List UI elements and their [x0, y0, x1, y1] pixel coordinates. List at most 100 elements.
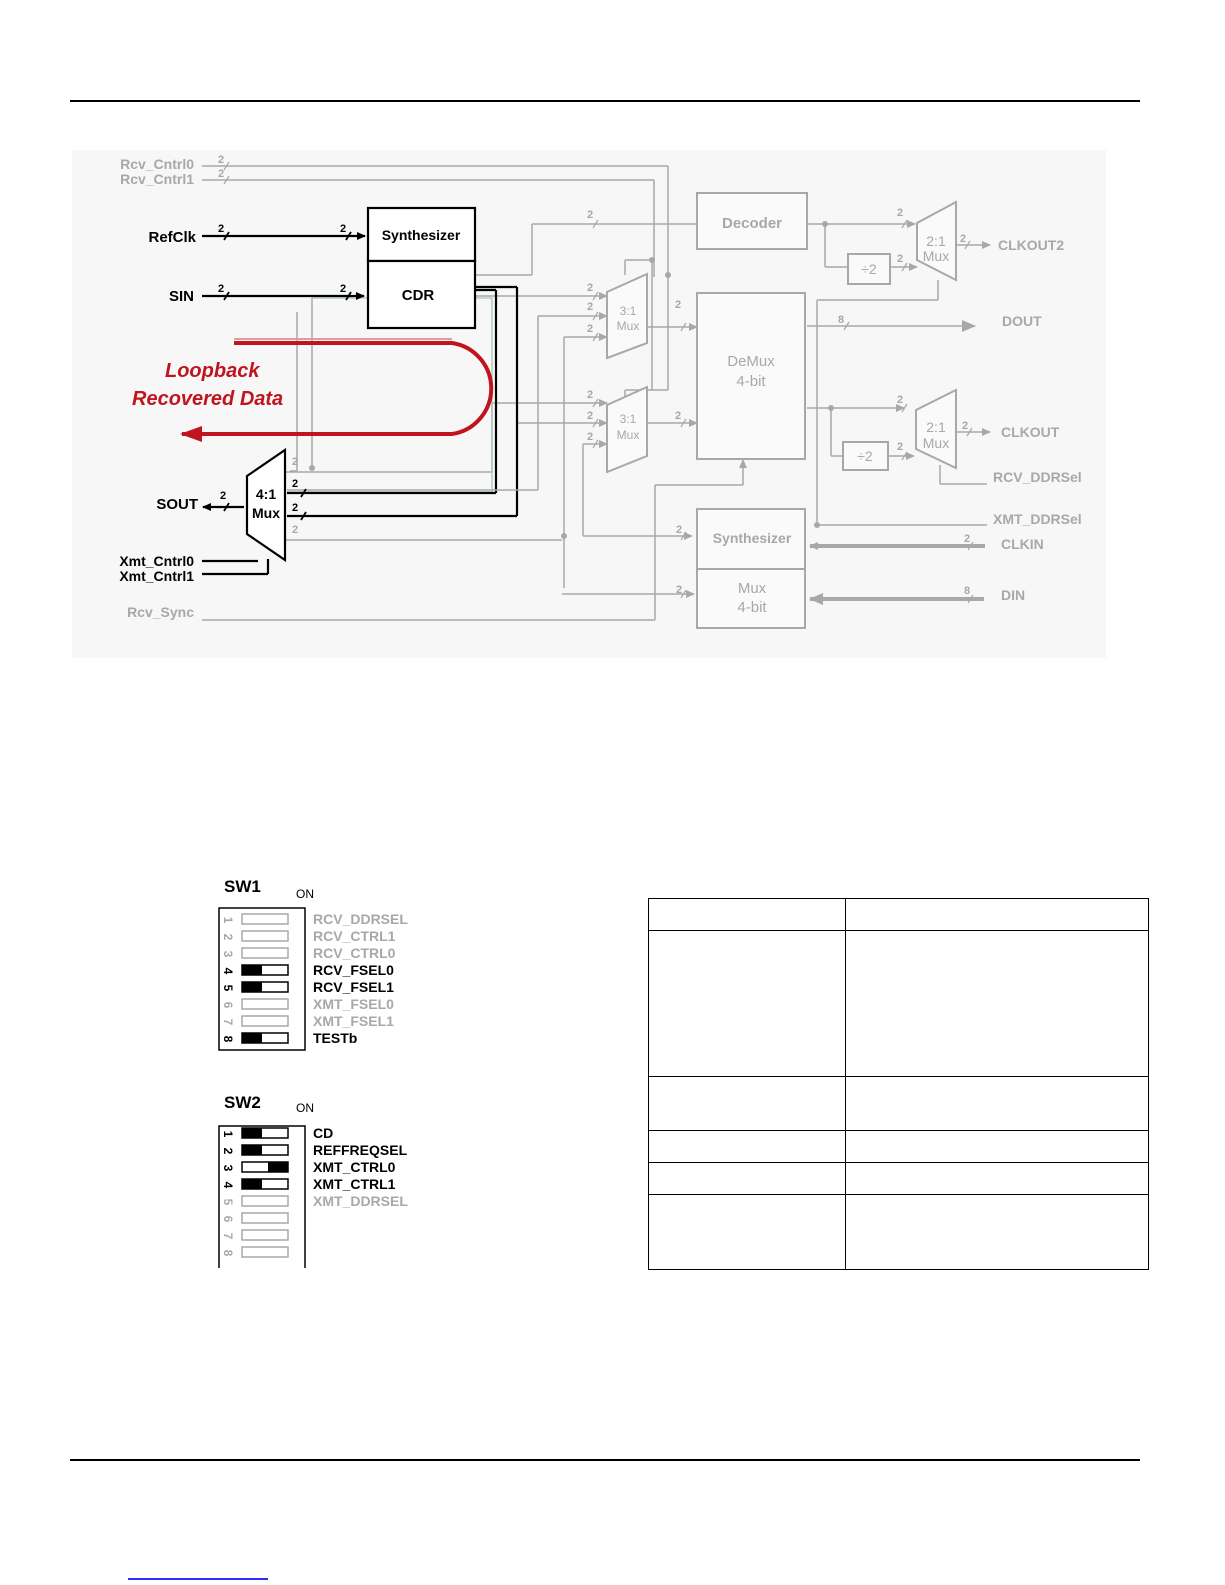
xmt-cntrl1-label: Xmt_Cntrl1 [119, 568, 194, 584]
switch-knob [242, 1145, 262, 1155]
bus-width-2: 2 [587, 282, 593, 294]
table-cell [648, 1162, 846, 1195]
bus-width-2: 2 [897, 253, 903, 265]
switch-slot [241, 930, 289, 942]
switch-number: 3 [221, 1165, 235, 1172]
bus-width-2: 2 [292, 478, 298, 490]
mux-2to1-bottom-label-b: Mux [923, 435, 949, 451]
sw2-switch-1[interactable]: 1 CD [221, 1125, 333, 1141]
demux-block-label-a: DeMux [727, 353, 775, 370]
bus-width-2: 2 [897, 207, 903, 219]
switch-slot [241, 947, 289, 959]
switch-label: RCV_FSEL0 [313, 962, 394, 978]
switch-label: XMT_CTRL1 [313, 1176, 396, 1192]
switch-label: XMT_CTRL0 [313, 1159, 396, 1175]
bus-width-2: 2 [587, 301, 593, 313]
switch-number: 1 [221, 917, 235, 924]
switch-number: 5 [221, 985, 235, 992]
table-cell [845, 1076, 1149, 1131]
switch-slot [241, 1212, 289, 1224]
table-cell [648, 930, 846, 1077]
bus-width-2: 2 [587, 209, 593, 221]
loopback-caption-line2: Recovered Data [132, 388, 283, 410]
table-row [648, 898, 1149, 931]
switch-knob [242, 1179, 262, 1189]
sw2-title: SW2 [224, 1093, 261, 1112]
sw1-on-label: ON [296, 887, 314, 901]
mux-4to1-label-bottom: Mux [252, 505, 280, 521]
bus-width-2: 2 [218, 168, 224, 180]
sw2-switch-6[interactable]: 6 [221, 1212, 289, 1224]
switch-number: 8 [221, 1250, 235, 1257]
switch-slot [241, 1195, 289, 1207]
switch-slot [241, 998, 289, 1010]
switch-number: 1 [221, 1131, 235, 1138]
bus-width-8: 8 [838, 314, 844, 326]
sw2-switch-3[interactable]: 3 XMT_CTRL0 [221, 1159, 396, 1175]
bus-width-2: 2 [218, 223, 224, 235]
bus-width-2: 2 [676, 584, 682, 596]
sw2-switch-5[interactable]: 5 XMT_DDRSEL [221, 1193, 408, 1209]
sw2-switch-7[interactable]: 7 [221, 1229, 289, 1241]
mux-3to1-top-label-a: 3:1 [620, 304, 637, 318]
sout-label: SOUT [156, 496, 198, 513]
sin-label: SIN [169, 288, 194, 305]
switch-slot [241, 913, 289, 925]
bottom-rule [70, 1459, 1140, 1461]
sw2-on-label: ON [296, 1101, 314, 1115]
switch-slot [241, 1015, 289, 1027]
clkout2-label: CLKOUT2 [998, 237, 1064, 253]
switch-label: XMT_FSEL0 [313, 996, 394, 1012]
bus-width-2: 2 [220, 490, 226, 502]
switch-label: CD [313, 1125, 333, 1141]
table-row [648, 1162, 1149, 1195]
clkin-label: CLKIN [1001, 536, 1044, 552]
bus-width-2: 2 [675, 299, 681, 311]
clkout-label: CLKOUT [1001, 424, 1060, 440]
rcv-cntrl1-label: Rcv_Cntrl1 [120, 171, 194, 187]
loopback-block-diagram: Synthesizer CDR 4:1 Mux Decoder ÷2 2:1 M… [72, 150, 1106, 658]
switch-number: 6 [221, 1216, 235, 1223]
switch-knob [242, 965, 262, 975]
switch-number: 5 [221, 1199, 235, 1206]
decoder-block-label: Decoder [722, 215, 782, 232]
mux-3to1-top-label-b: Mux [617, 319, 640, 333]
bus-width-2: 2 [960, 233, 966, 245]
bus-width-2: 2 [292, 502, 298, 514]
bus-width-2: 2 [964, 533, 970, 545]
switch-label: RCV_FSEL1 [313, 979, 394, 995]
switch-knob [242, 1033, 262, 1043]
switch-number: 2 [221, 1148, 235, 1155]
din-label: DIN [1001, 587, 1025, 603]
switch-knob [242, 982, 262, 992]
switch-label: TESTb [313, 1030, 357, 1046]
switch-settings-table [648, 898, 1149, 1270]
table-cell [845, 1194, 1149, 1270]
dout-label: DOUT [1002, 313, 1042, 329]
switch-number: 2 [221, 934, 235, 941]
mux-4bit-block-label-a: Mux [738, 580, 767, 597]
bus-width-2: 2 [292, 524, 298, 536]
bus-width-2: 2 [340, 283, 346, 295]
switch-number: 7 [221, 1233, 235, 1240]
switch-label: XMT_DDRSEL [313, 1193, 408, 1209]
sw2-switch-8[interactable]: 8 [221, 1246, 289, 1258]
footer-link-underline [128, 1578, 268, 1580]
divide-by-2-bottom-label: ÷2 [857, 448, 873, 464]
mux-3to1-bottom-label-a: 3:1 [620, 412, 637, 426]
bus-width-2: 2 [587, 410, 593, 422]
sw1-switch-5[interactable]: 5 RCV_FSEL1 [221, 979, 394, 995]
switch-label: RCV_CTRL0 [313, 945, 396, 961]
table-cell [845, 930, 1149, 1077]
